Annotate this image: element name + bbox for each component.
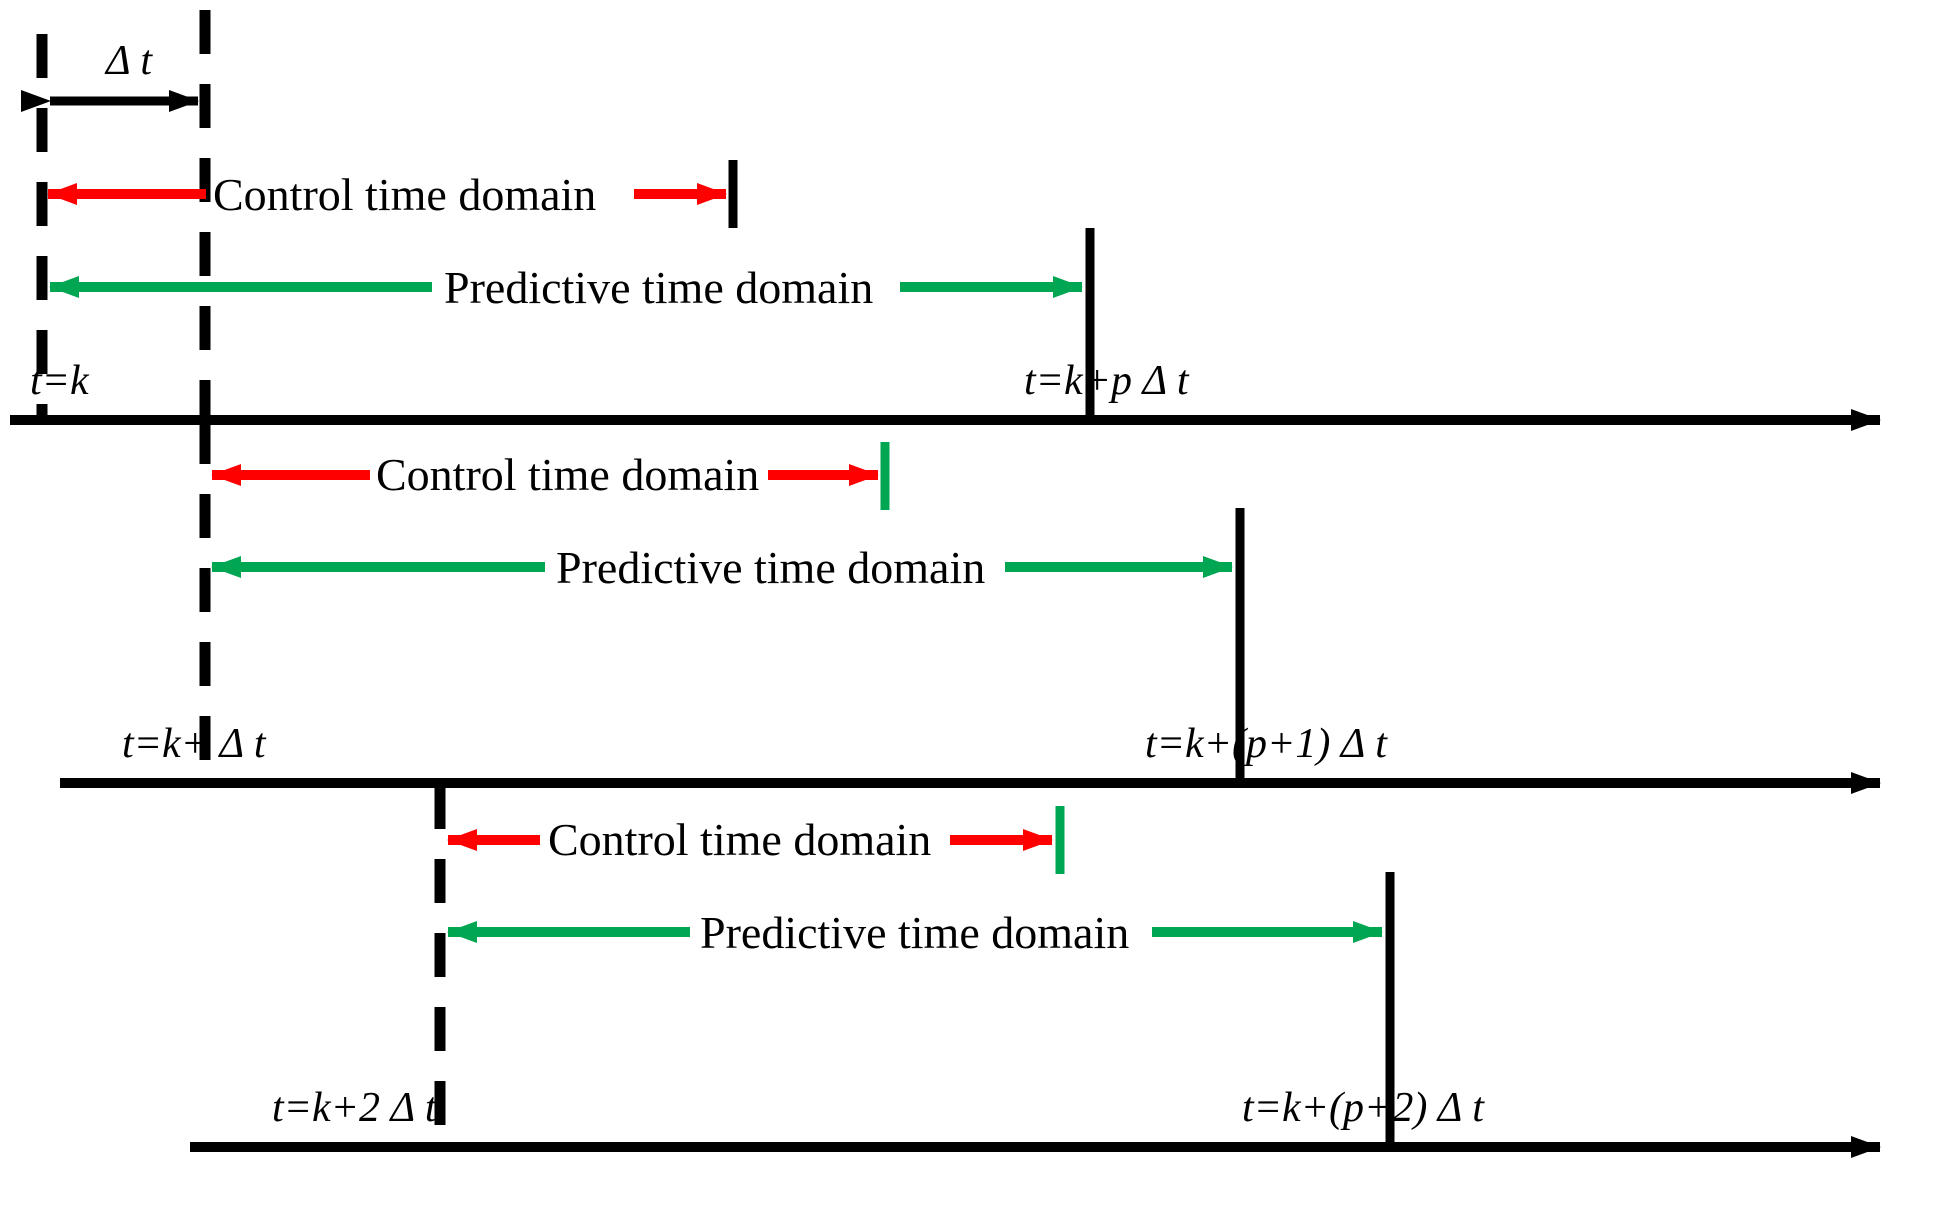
row-3-control-time-domain-label: Control time domain	[548, 814, 932, 865]
row-1-control-time-domain-label: Control time domain	[213, 169, 597, 220]
row-2-axis-end-label: t=k+(p+1) Δ t	[1145, 721, 1387, 767]
row-2-control-time-domain-label: Control time domain	[376, 449, 760, 500]
row-2-predictive-time-domain-label: Predictive time domain	[556, 542, 986, 593]
delta-t-label: Δ t	[106, 38, 153, 84]
row-3-axis-start-label: t=k+2 Δ t	[272, 1085, 437, 1131]
row-1-axis-start-label: t=k	[30, 358, 89, 404]
row-2-axis-start-label: t=k+ Δ t	[122, 721, 266, 767]
row-1-predictive-time-domain-label: Predictive time domain	[444, 262, 874, 313]
row-3-predictive-time-domain-label: Predictive time domain	[700, 907, 1130, 958]
row-3-axis-end-label: t=k+(p+2) Δ t	[1242, 1085, 1484, 1131]
row-1-axis-end-label: t=k+p Δ t	[1024, 358, 1189, 404]
